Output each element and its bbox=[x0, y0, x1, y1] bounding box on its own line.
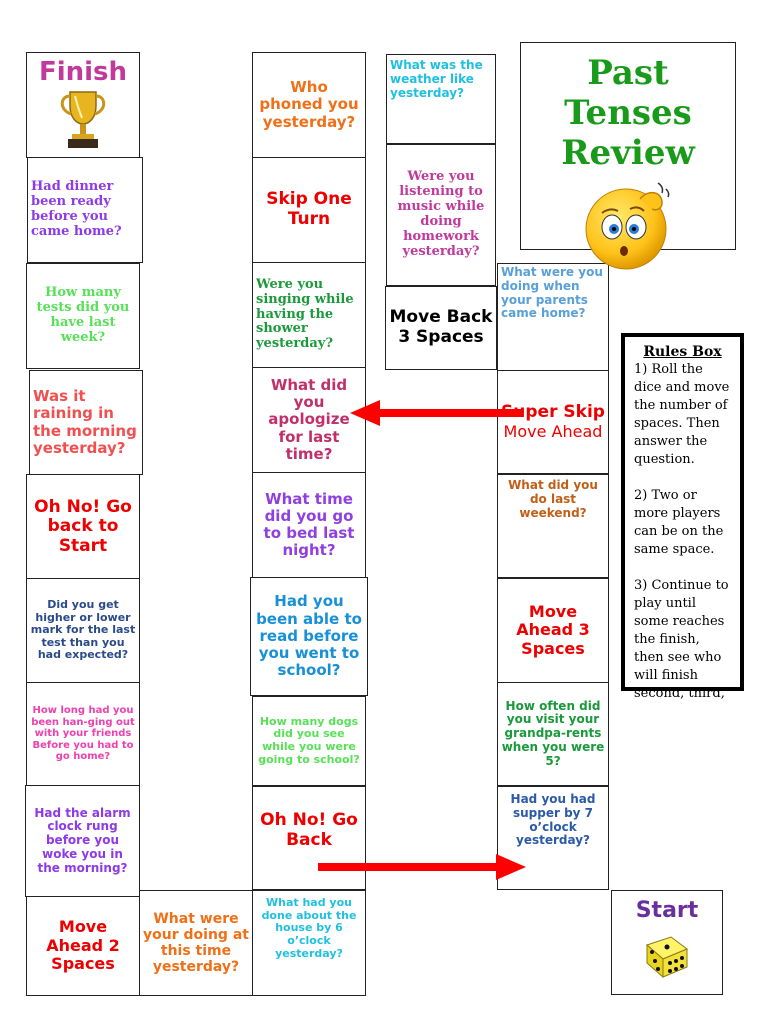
start-label: Start bbox=[635, 898, 699, 923]
space-c5-7: How often did you visit your grandpa-ren… bbox=[497, 682, 609, 786]
space-c1-4: Was it raining in the morning yesterday? bbox=[29, 370, 143, 475]
space-c3-4: What did you apologize for last time? bbox=[252, 367, 366, 473]
space-c4-3: Move Back 3 Spaces bbox=[385, 286, 497, 370]
trophy-icon bbox=[60, 91, 106, 148]
space-c3-8: Oh No! Go Back bbox=[252, 786, 366, 890]
space-c1-9: Move Ahead 2 Spaces bbox=[26, 896, 140, 996]
arrow-left-icon bbox=[350, 400, 522, 426]
space-c1-5: Oh No! Go back to Start bbox=[26, 474, 140, 580]
space-c5-5: What did you do last weekend? bbox=[497, 474, 609, 578]
title-box: Past Tenses Review bbox=[520, 42, 736, 270]
space-c3-6: Had you been able to read before you wen… bbox=[250, 577, 368, 696]
space-c1-3: How many tests did you have last week? bbox=[26, 263, 140, 369]
finish-label: Finish bbox=[38, 57, 128, 87]
space-c1-7: How long had you been han-ging out with … bbox=[26, 682, 140, 786]
dice-icon bbox=[646, 936, 688, 979]
space-c3-9: What had you done about the house by 6 o… bbox=[252, 890, 366, 996]
space-c3-2: Skip One Turn bbox=[252, 157, 366, 263]
space-c1-6: Did you get higher or lower mark for the… bbox=[26, 578, 140, 683]
rules-heading: Rules Box bbox=[643, 344, 722, 360]
space-c1-8: Had the alarm clock rung before you woke… bbox=[25, 785, 140, 897]
rule-2: 2) Two or more players can be on the sam… bbox=[634, 488, 724, 557]
space-c3-3: Were you singing while having the shower… bbox=[252, 262, 366, 368]
space-c1-2: Had dinner been ready before you came ho… bbox=[27, 157, 143, 263]
start-space: Start bbox=[611, 890, 723, 995]
space-c3-7: How many dogs did you see while you were… bbox=[252, 696, 366, 786]
rules-box: Rules Box 1) Roll the dice and move the … bbox=[621, 333, 744, 701]
space-c4-1: What was the weather like yesterday? bbox=[386, 54, 496, 144]
space-c3-1: Who phoned you yesterday? bbox=[252, 52, 366, 158]
space-c5-8: Had you had supper by 7 o’clock yesterda… bbox=[497, 786, 609, 890]
space-c5-3: What were you doing when your parents ca… bbox=[497, 263, 609, 371]
confused-emoji-icon bbox=[585, 182, 670, 270]
rule-1: 1) Roll the dice and move the number of … bbox=[634, 362, 730, 467]
page-title: Past Tenses Review bbox=[561, 53, 695, 173]
arrow-right-icon bbox=[318, 854, 526, 880]
space-c3-5: What time did you go to bed last night? bbox=[252, 472, 366, 578]
finish-space: Finish bbox=[26, 52, 140, 158]
space-c4-2: Were you listening to music while doing … bbox=[386, 144, 496, 286]
space-c5-6: Move Ahead 3 Spaces bbox=[497, 578, 609, 683]
space-c2-9: What were your doing at this time yester… bbox=[139, 890, 253, 996]
space-c5-4: Super Skip Move Ahead bbox=[497, 370, 609, 474]
rule-3: 3) Continue to play until some reaches t… bbox=[634, 578, 729, 701]
